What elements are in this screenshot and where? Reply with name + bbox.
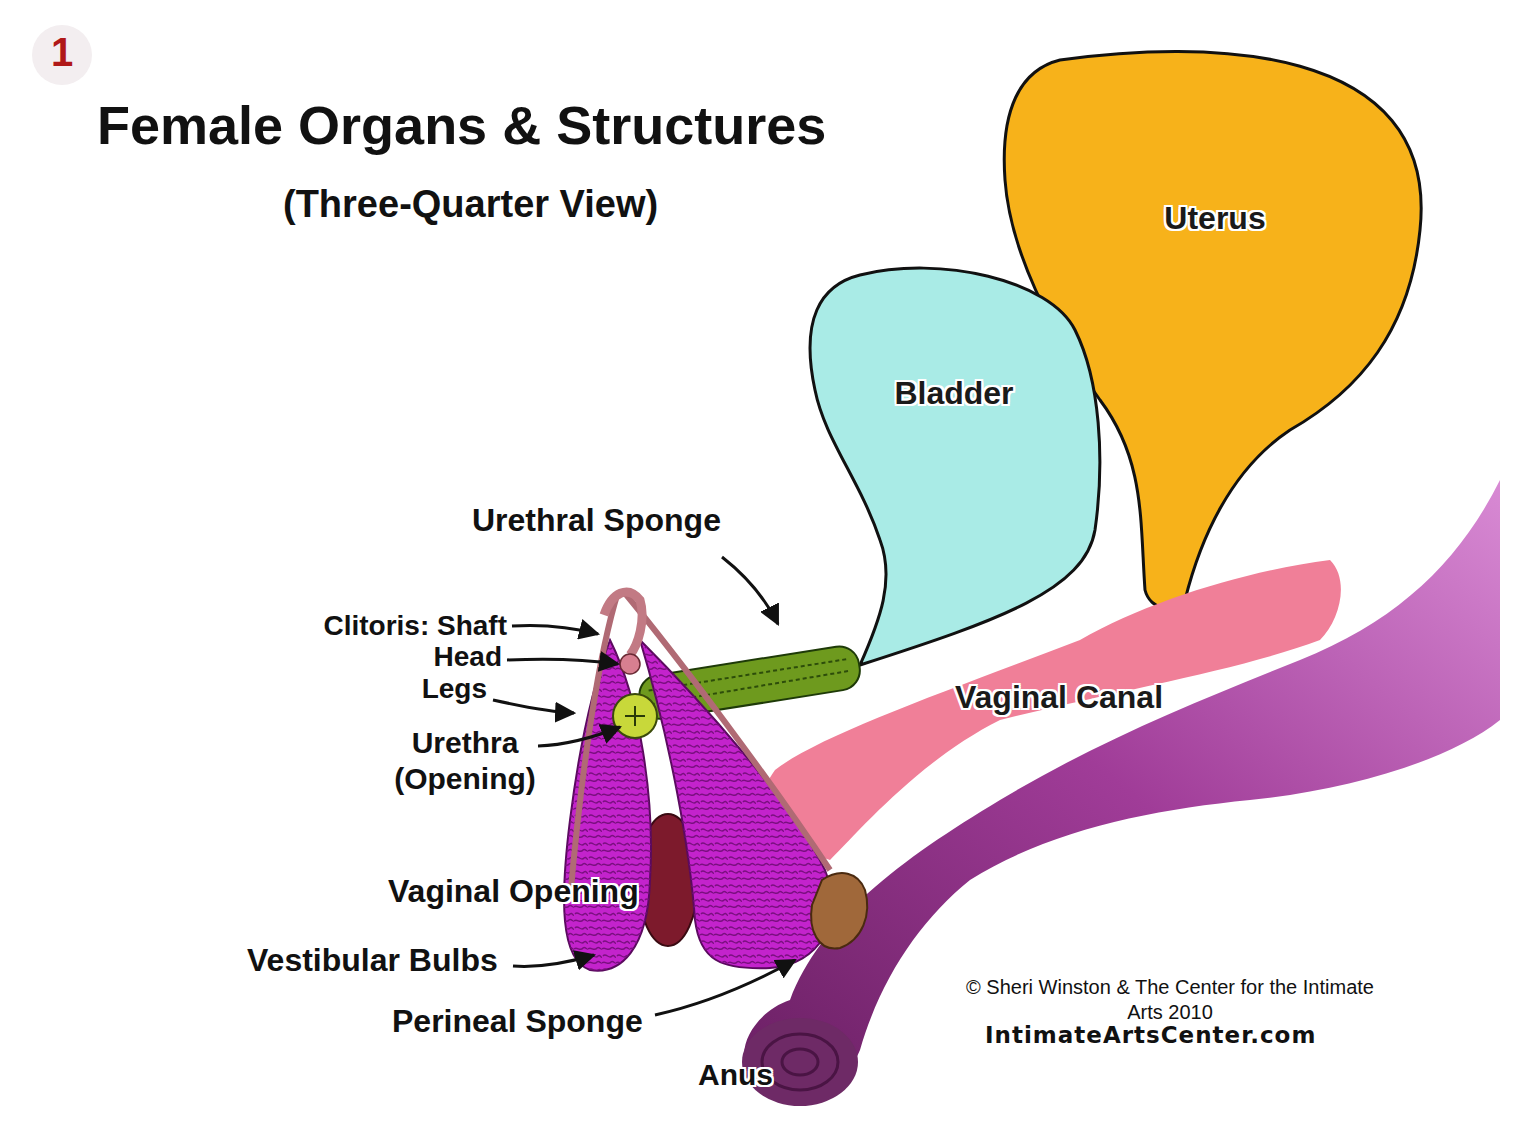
rectum [744, 480, 1500, 1093]
leader-arrows [493, 557, 795, 1015]
website-note: IntimateArtsCenter.com [985, 1022, 1316, 1048]
organ-bladder: Bladder [894, 375, 1013, 412]
part-label: Urethral Sponge [472, 502, 721, 539]
part-label: Anus [698, 1058, 773, 1092]
urethra-opening [613, 694, 657, 738]
bladder-shape [810, 268, 1100, 665]
part-label: Clitoris: Shaft [323, 610, 507, 642]
copyright-note: © Sheri Winston & The Center for the Int… [960, 975, 1380, 1025]
part-label: Legs [422, 673, 487, 705]
organ-label: Uterus [1164, 200, 1265, 237]
organ-label: Vaginal Canal [955, 679, 1163, 716]
clitoris-shaft [604, 592, 642, 655]
part-label: Vaginal Opening [388, 873, 639, 910]
subtitle: (Three-Quarter View) [283, 183, 658, 226]
organ-vaginal-canal: Vaginal Canal [955, 679, 1163, 716]
diagram-title: Female Organs & Structures [97, 94, 826, 156]
part-label: Urethra (Opening) [380, 725, 550, 797]
clitoris-leg [624, 592, 830, 870]
perineal-sponge-shape [811, 873, 867, 948]
organ-label: Bladder [894, 375, 1013, 412]
part-label: Perineal Sponge [392, 1003, 643, 1040]
organ-uterus: Uterus [1164, 200, 1265, 237]
clitoris-leg [570, 592, 618, 900]
callout-number: 1 [32, 30, 92, 75]
vaginal-canal-shape [763, 560, 1341, 860]
part-label: Vestibular Bulbs [247, 942, 498, 979]
clitoris-head [620, 654, 640, 674]
part-label: Head [434, 641, 502, 673]
callout-badge [32, 25, 92, 85]
vestibular-bulb [640, 640, 832, 968]
